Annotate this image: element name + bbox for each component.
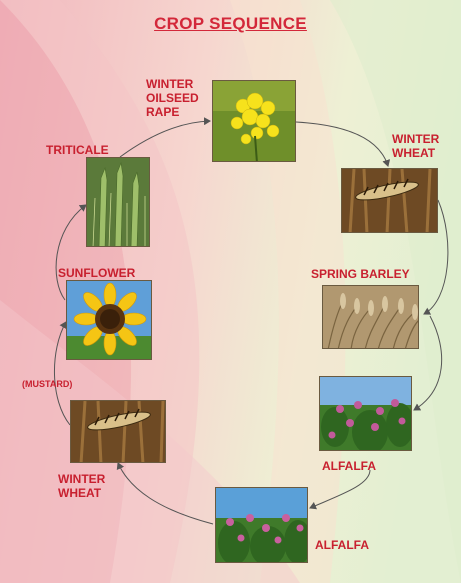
rapeseed-flower-image bbox=[213, 81, 296, 162]
label-alfalfa-right: ALFALFA bbox=[322, 459, 376, 473]
label-winter-oilseed-rape: WINTER OILSEED RAPE bbox=[146, 77, 216, 119]
triticale-image bbox=[87, 158, 150, 247]
photo-alfalfa-right bbox=[319, 376, 412, 451]
sunflower-image bbox=[67, 281, 152, 360]
photo-winter-oilseed-rape bbox=[212, 80, 296, 162]
photo-alfalfa-bottom bbox=[215, 487, 308, 563]
label-triticale: TRITICALE bbox=[46, 143, 109, 157]
photo-winter-wheat-right bbox=[341, 168, 438, 233]
photo-spring-barley bbox=[322, 285, 419, 349]
label-sunflower: SUNFLOWER bbox=[58, 266, 135, 280]
photo-winter-wheat-left bbox=[70, 400, 166, 463]
label-winter-wheat-left: WINTER WHEAT bbox=[58, 472, 114, 500]
barley-field-image bbox=[323, 286, 419, 349]
alfalfa-flowers-image bbox=[320, 377, 412, 451]
diagram-title: CROP SEQUENCE bbox=[0, 14, 461, 34]
alfalfa-flowers-image bbox=[216, 488, 308, 563]
wheat-ear-image bbox=[71, 401, 166, 463]
label-spring-barley: SPRING BARLEY bbox=[311, 267, 410, 281]
photo-triticale bbox=[86, 157, 150, 247]
label-winter-wheat-right: WINTER WHEAT bbox=[392, 132, 450, 160]
photo-sunflower bbox=[66, 280, 152, 360]
label-mustard: (MUSTARD) bbox=[22, 377, 72, 391]
label-alfalfa-bottom: ALFALFA bbox=[315, 538, 369, 552]
wheat-ear-image bbox=[342, 169, 438, 233]
